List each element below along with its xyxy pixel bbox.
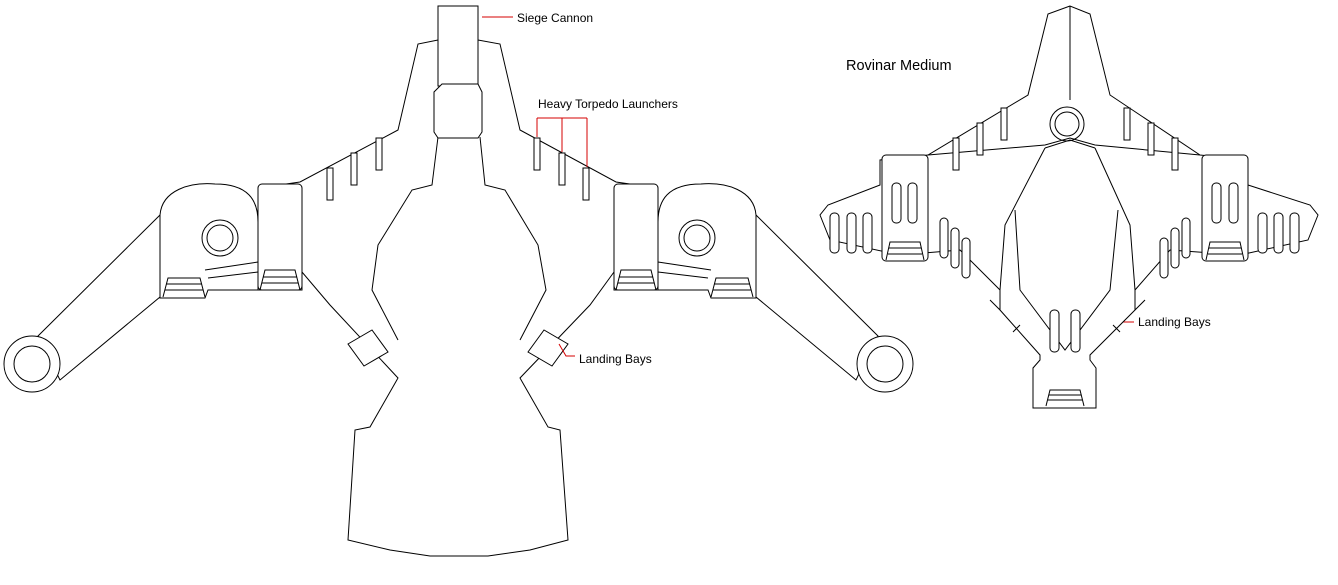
small-left-pod <box>881 154 929 262</box>
right-wing-tip-inner <box>866 345 904 383</box>
large-ship-inner-hull <box>371 136 547 341</box>
right-landing-ramp <box>527 329 569 367</box>
landing-bays-label-right: Landing Bays <box>1138 315 1211 329</box>
heavy-torpedo-label: Heavy Torpedo Launchers <box>538 97 678 111</box>
large-ship-bays <box>162 269 754 298</box>
landing-bays-leader-left <box>558 343 575 357</box>
left-inner-pod <box>257 183 303 291</box>
right-inner-pod <box>613 183 659 291</box>
right-wing-arm <box>755 213 879 381</box>
small-ship-inner-frame <box>927 137 1201 351</box>
heavy-torpedo-leader <box>536 117 588 167</box>
small-ship <box>819 5 1319 409</box>
right-pod-reactor-inner <box>683 224 711 252</box>
siege-cannon-label: Siege Cannon <box>517 11 593 25</box>
siege-cannon-mount <box>433 83 483 139</box>
siege-cannon-barrel <box>437 5 479 87</box>
left-wing-arm <box>37 213 161 381</box>
large-ship-torpedo-tubes <box>326 137 590 201</box>
left-pod-reactor-inner <box>206 224 234 252</box>
left-wing-tip-inner <box>13 345 51 383</box>
small-ship-reactor-inner <box>1054 111 1080 137</box>
large-ship <box>3 5 914 557</box>
left-wing-strut <box>204 261 259 279</box>
small-ship-hull <box>819 5 1319 409</box>
small-ship-missiles <box>829 182 1300 353</box>
left-landing-ramp <box>347 329 389 367</box>
right-wing-strut <box>657 261 712 279</box>
landing-bays-label-left: Landing Bays <box>579 352 652 366</box>
small-right-pod <box>1201 154 1249 262</box>
small-ship-torpedo-tubes <box>952 107 1179 171</box>
ship-title: Rovinar Medium <box>846 58 952 74</box>
